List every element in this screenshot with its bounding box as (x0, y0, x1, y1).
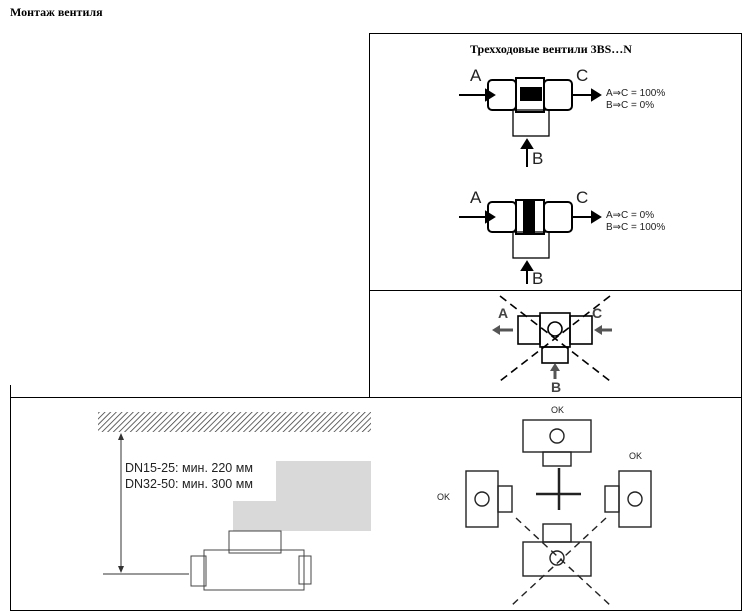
port-a-label: A (470, 66, 482, 85)
clearance-dn32-50: DN32-50: мин. 300 мм (125, 477, 253, 491)
valve-diagram-position-1 (459, 77, 602, 284)
top-view-port-b: B (551, 379, 562, 395)
orientation-ok-right: OK (629, 451, 643, 461)
top-view-port-c: C (592, 305, 603, 321)
left-border-line (10, 385, 11, 398)
flow-ratio-1-bc: B⇒C = 0% (606, 100, 655, 111)
clearance-dn15-25: DN15-25: мин. 220 мм (125, 461, 253, 475)
port-b-label: B (532, 149, 544, 168)
orientation-diagram (465, 419, 652, 607)
flow-ratio-1-ac: A⇒C = 100% (606, 88, 666, 99)
installation-cell: DN15-25: мин. 220 мм DN32-50: мин. 300 м… (10, 397, 742, 611)
port-c-label-2: C (576, 188, 589, 207)
orientation-ok-left: OK (437, 492, 451, 502)
port-b-label-2: B (532, 269, 544, 288)
port-a-label-2: A (470, 188, 482, 207)
clearance-diagram (98, 412, 371, 591)
orientation-ok-top: OK (551, 405, 565, 415)
flow-ratio-2-bc: B⇒C = 100% (606, 222, 666, 233)
port-c-label: C (576, 66, 589, 85)
valve-section-heading: Трехходовые вентили 3BS…N (470, 42, 632, 56)
valve-top-view-diagram (492, 295, 612, 382)
valve-top-view-cell: A C B (369, 290, 742, 398)
page-title: Монтаж вентиля (10, 5, 103, 19)
flow-ratio-2-ac: A⇒C = 0% (606, 210, 655, 221)
valve-flow-cell: Трехходовые вентили 3BS…N A C B A⇒C = 10… (369, 33, 742, 291)
top-view-port-a: A (498, 305, 509, 321)
